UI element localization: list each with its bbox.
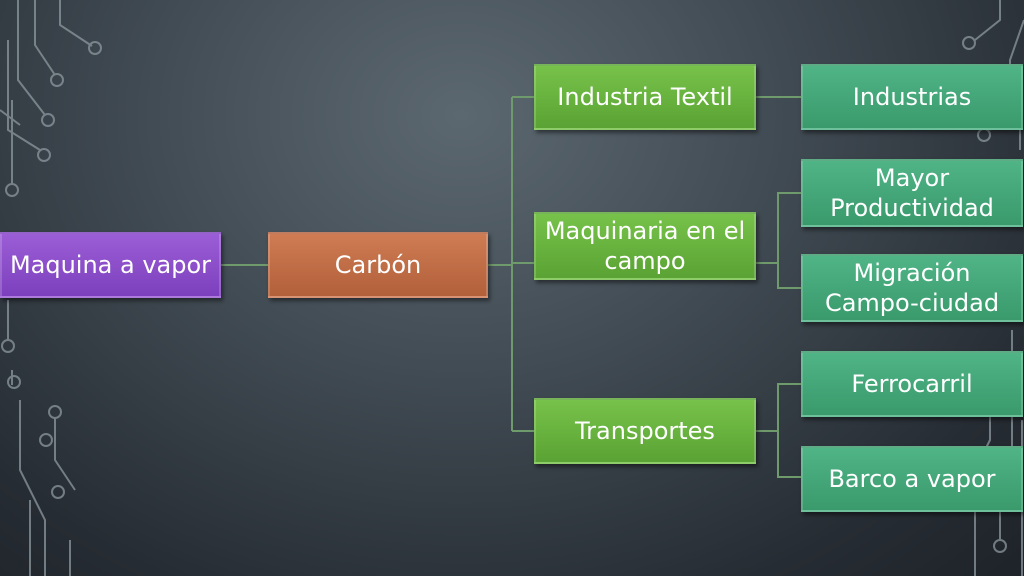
node-industria-textil: Industria Textil <box>534 64 756 130</box>
node-industrias: Industrias <box>801 64 1023 130</box>
node-label: Carbón <box>334 251 422 279</box>
node-label: Transportes <box>575 417 715 445</box>
node-barco-a-vapor: Barco a vapor <box>801 446 1023 512</box>
node-maquinaria-en-el-campo: Maquinaria en el campo <box>534 212 756 280</box>
node-transportes: Transportes <box>534 398 756 464</box>
node-carbon: Carbón <box>268 232 488 298</box>
connector-maquinaria-branch <box>756 192 801 289</box>
node-mayor-productividad: Mayor Productividad <box>801 159 1023 227</box>
node-label: Industria Textil <box>557 83 733 111</box>
node-migracion-campo-ciudad: Migración Campo-ciudad <box>801 254 1023 322</box>
node-maquina-a-vapor: Maquina a vapor <box>0 232 221 298</box>
node-label: Maquinaria en el campo <box>544 217 746 275</box>
node-label: Migración Campo-ciudad <box>824 259 1000 317</box>
node-label: Mayor Productividad <box>830 164 994 222</box>
node-ferrocarril: Ferrocarril <box>801 351 1023 417</box>
node-label: Maquina a vapor <box>9 251 212 279</box>
connector-transportes-branch <box>756 383 801 478</box>
node-label: Barco a vapor <box>828 465 996 493</box>
node-label: Industrias <box>852 83 972 111</box>
node-label: Ferrocarril <box>851 370 973 398</box>
